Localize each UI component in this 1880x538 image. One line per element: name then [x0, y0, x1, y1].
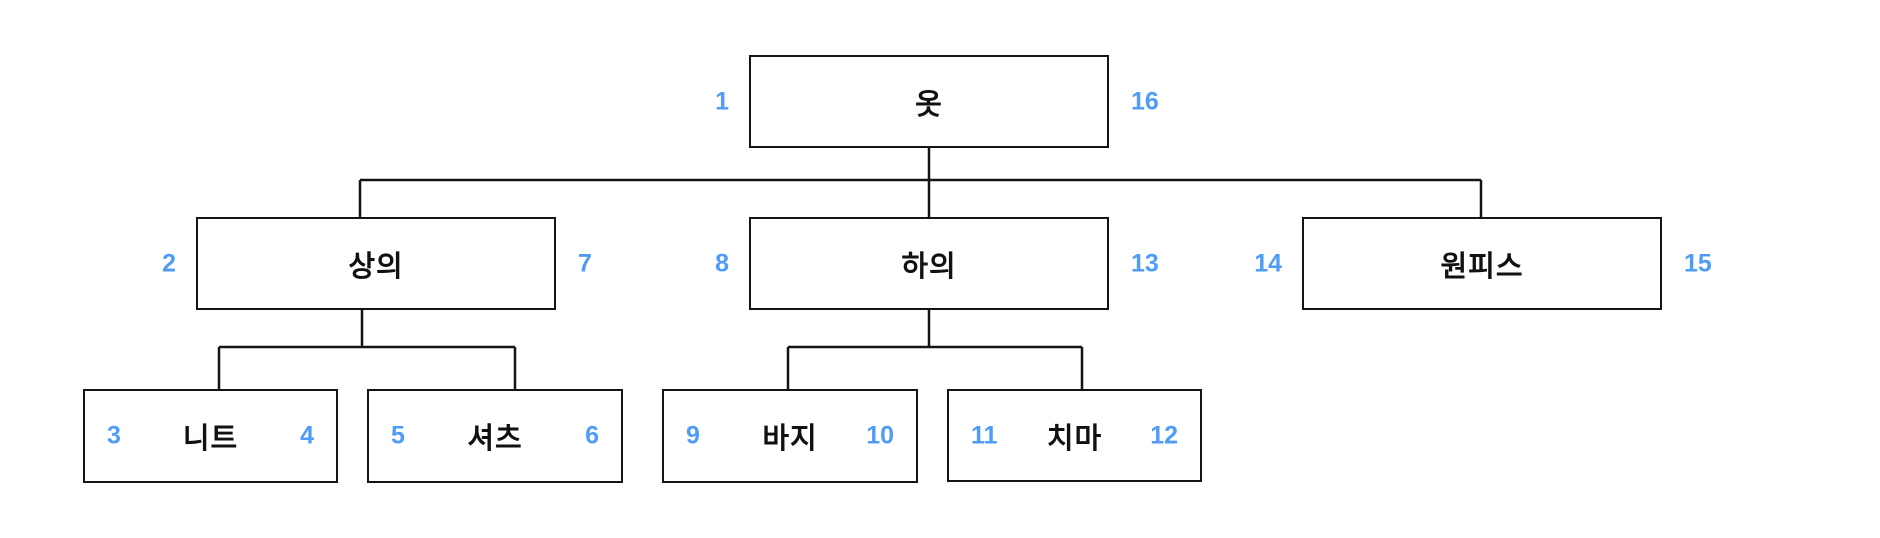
- right-value-shirts: 6: [585, 421, 599, 450]
- node-label-tops: 상의: [348, 250, 404, 283]
- tree-node-pants: 9 바지 10: [662, 389, 918, 483]
- tree-node-shirts: 5 셔츠 6: [367, 389, 623, 483]
- node-label-dress: 원피스: [1440, 250, 1524, 283]
- node-label-bottoms: 하의: [901, 250, 957, 283]
- right-value-skirt: 12: [1150, 421, 1178, 449]
- right-value-clothes: 16: [1131, 87, 1159, 115]
- node-box-knit: 3 니트 4: [83, 389, 338, 483]
- node-label-clothes: 옷: [915, 88, 943, 121]
- node-box-pants: 9 바지 10: [662, 389, 918, 483]
- node-label-pants: 바지: [762, 423, 818, 455]
- left-value-dress: 14: [1254, 249, 1282, 277]
- tree-node-dress: 14 원피스 15: [1254, 217, 1712, 310]
- right-value-bottoms: 13: [1131, 249, 1159, 277]
- node-label-knit: 니트: [182, 423, 239, 455]
- node-box-clothes: 옷: [749, 55, 1109, 148]
- left-value-knit: 3: [107, 421, 121, 450]
- node-box-shirts: 5 셔츠 6: [367, 389, 623, 483]
- node-label-skirt: 치마: [1046, 422, 1103, 455]
- right-value-dress: 15: [1684, 249, 1712, 277]
- right-value-tops: 7: [578, 249, 592, 277]
- right-value-pants: 10: [866, 421, 894, 450]
- tree-node-skirt: 11 치마 12: [947, 389, 1202, 482]
- tree-node-clothes: 1 옷 16: [715, 55, 1159, 148]
- tree-node-tops: 2 상의 7: [162, 217, 592, 310]
- left-value-pants: 9: [686, 421, 700, 450]
- node-box-skirt: 11 치마 12: [947, 389, 1202, 482]
- left-value-skirt: 11: [971, 421, 998, 449]
- node-box-tops: 상의: [196, 217, 556, 310]
- tree-node-bottoms: 8 하의 13: [715, 217, 1159, 310]
- node-box-dress: 원피스: [1302, 217, 1662, 310]
- left-value-clothes: 1: [715, 87, 729, 115]
- right-value-knit: 4: [300, 421, 314, 450]
- left-value-shirts: 5: [391, 421, 405, 450]
- tree-node-knit: 3 니트 4: [83, 389, 338, 483]
- left-value-tops: 2: [162, 249, 176, 277]
- left-value-bottoms: 8: [715, 249, 729, 277]
- node-label-shirts: 셔츠: [467, 423, 523, 455]
- node-box-bottoms: 하의: [749, 217, 1109, 310]
